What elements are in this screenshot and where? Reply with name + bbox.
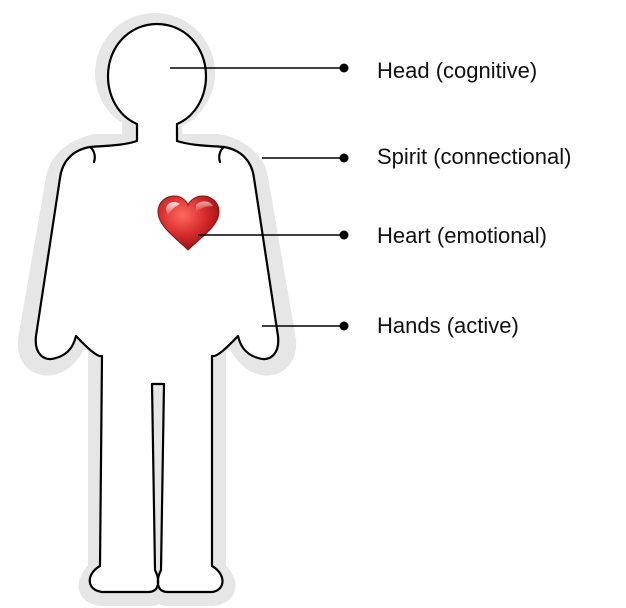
callout-label-hands: Hands (active) xyxy=(377,313,519,339)
callout-label-heart: Heart (emotional) xyxy=(377,223,547,249)
callout-label-head: Head (cognitive) xyxy=(377,58,537,84)
spirit-leader-dot xyxy=(340,154,349,163)
hands-leader-dot xyxy=(340,322,349,331)
heart-leader-dot xyxy=(340,231,349,240)
head-leader-dot xyxy=(340,64,349,73)
callout-dots xyxy=(340,64,349,331)
callout-label-spirit: Spirit (connectional) xyxy=(377,144,571,170)
